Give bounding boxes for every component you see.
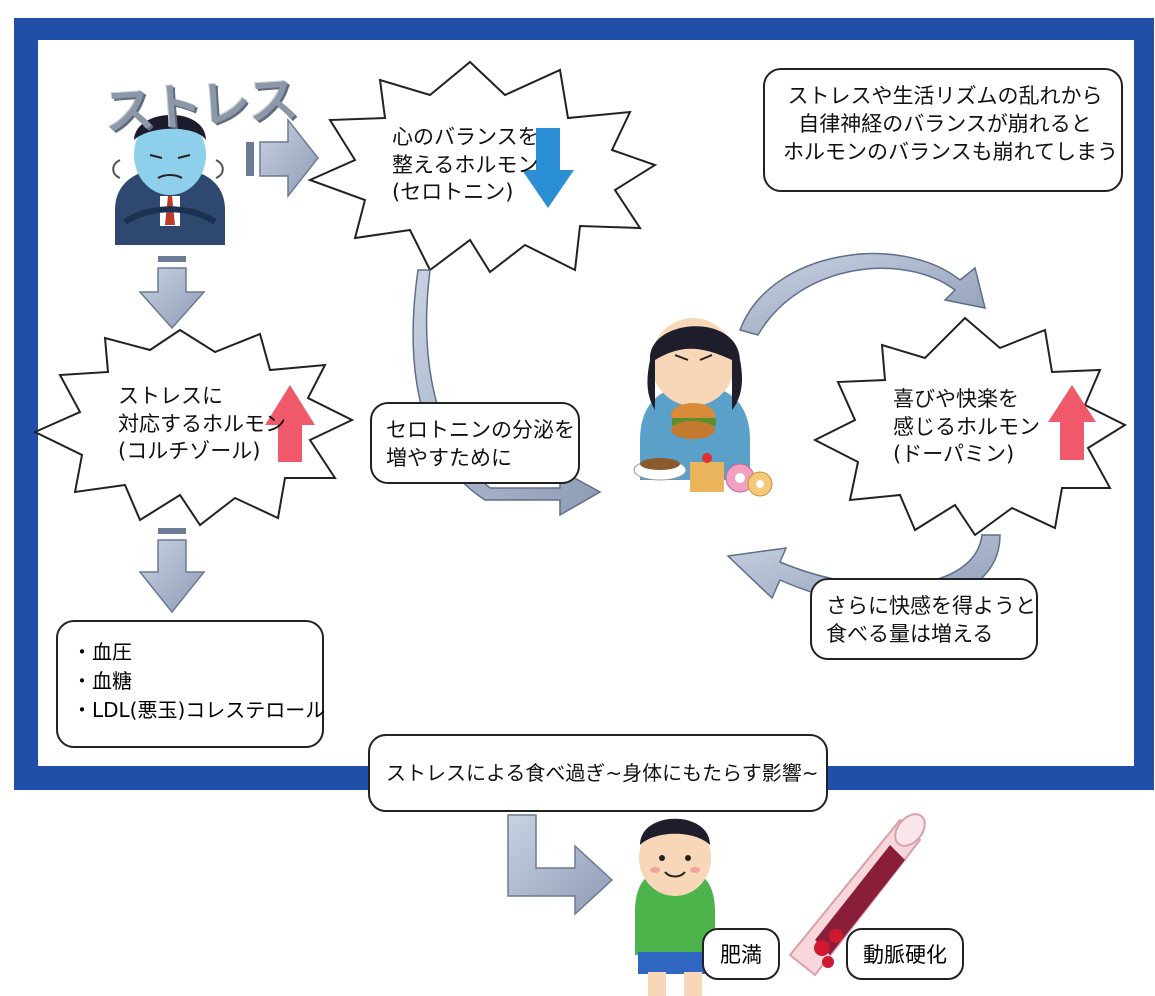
cortisol-starburst [32,328,355,527]
right-arrow-stress-to-serotonin [259,117,319,199]
down-arrow-stress-to-cortisol [138,267,206,330]
artery-illustration [788,813,926,977]
pleasure-note-line-2: 食べる量は増える [826,622,994,647]
arrow-stripe [158,256,186,262]
banner-title: ストレスによる食べ過ぎ~身体にもたらす影響~ [386,761,819,785]
serotonin-note-line-1: セロトニンの分泌を [386,418,575,442]
down-arrow-serotonin [522,128,574,208]
serotonin-note-line-2: 増やすために [386,446,512,471]
dopamine-starburst [812,316,1128,537]
cortisol-line-3: (コルチゾール) [118,439,261,464]
serotonin-burst-text: 心のバランスを 整えるホルモン (セロトニン) [392,124,539,207]
explanation-box: ストレスや生活リズムの乱れから 自律神経のバランスが崩れると ホルモンのバランス… [763,68,1123,192]
cortisol-burst-text: ストレスに 対応するホルモン (コルチゾール) [118,383,286,466]
pleasure-note-line-1: さらに快感を得ようと [826,594,1036,618]
effects-box: ・血圧 ・血糖 ・LDL(悪玉)コレステロール [56,620,325,748]
dopamine-line-2: 感じるホルモン [893,414,1040,439]
up-arrow-dopamine [1048,385,1096,460]
effects-list: ・血圧 ・血糖 ・LDL(悪玉)コレステロール [72,638,325,725]
up-arrow-cortisol [265,385,315,462]
boy-illustration [635,818,715,996]
serotonin-note-box: セロトニンの分泌を 増やすために [370,402,580,484]
serotonin-line-3: (セロトニン) [392,180,514,205]
cortisol-line-2: 対応するホルモン [118,411,286,436]
arrow-stripe [246,142,254,176]
down-arrow-cortisol-to-effects [138,539,206,614]
pleasure-note-box: さらに快感を得ようと 食べる量は増える [810,578,1038,660]
dopamine-line-1: 喜びや快楽を [893,387,1019,411]
banner-title-box: ストレスによる食べ過ぎ~身体にもたらす影響~ [368,734,828,812]
serotonin-line-1: 心のバランスを [392,125,539,149]
dopamine-line-3: (ドーパミン) [893,442,1015,467]
l-arrow-to-outcomes [507,814,614,916]
effect-item: ・血圧 [72,640,132,664]
cortisol-line-1: ストレスに [118,384,223,408]
obesity-label: 肥満 [702,928,780,980]
serotonin-line-2: 整えるホルモン [392,152,539,177]
effect-item: ・血糖 [72,669,132,693]
dopamine-burst-text: 喜びや快楽を 感じるホルモン (ドーパミン) [893,386,1040,469]
curved-arrow-serotonin-to-eating [412,269,602,517]
arrow-stripe [158,528,186,534]
explanation-line-2: 自律神経のバランスが崩れると [798,112,1092,137]
eating-person-illustration [633,318,773,497]
arteriosclerosis-label: 動脈硬化 [846,928,964,980]
arc-arrow-top [739,252,987,336]
explanation-line-3: ホルモンのバランスも崩れてしまう [783,140,1118,165]
stress-title: ストレス [102,70,299,142]
effect-item: ・LDL(悪玉)コレステロール [72,698,326,722]
serotonin-starburst [307,60,658,274]
stressed-person-illustration [112,114,225,245]
explanation-line-1: ストレスや生活リズムの乱れから [787,84,1103,108]
